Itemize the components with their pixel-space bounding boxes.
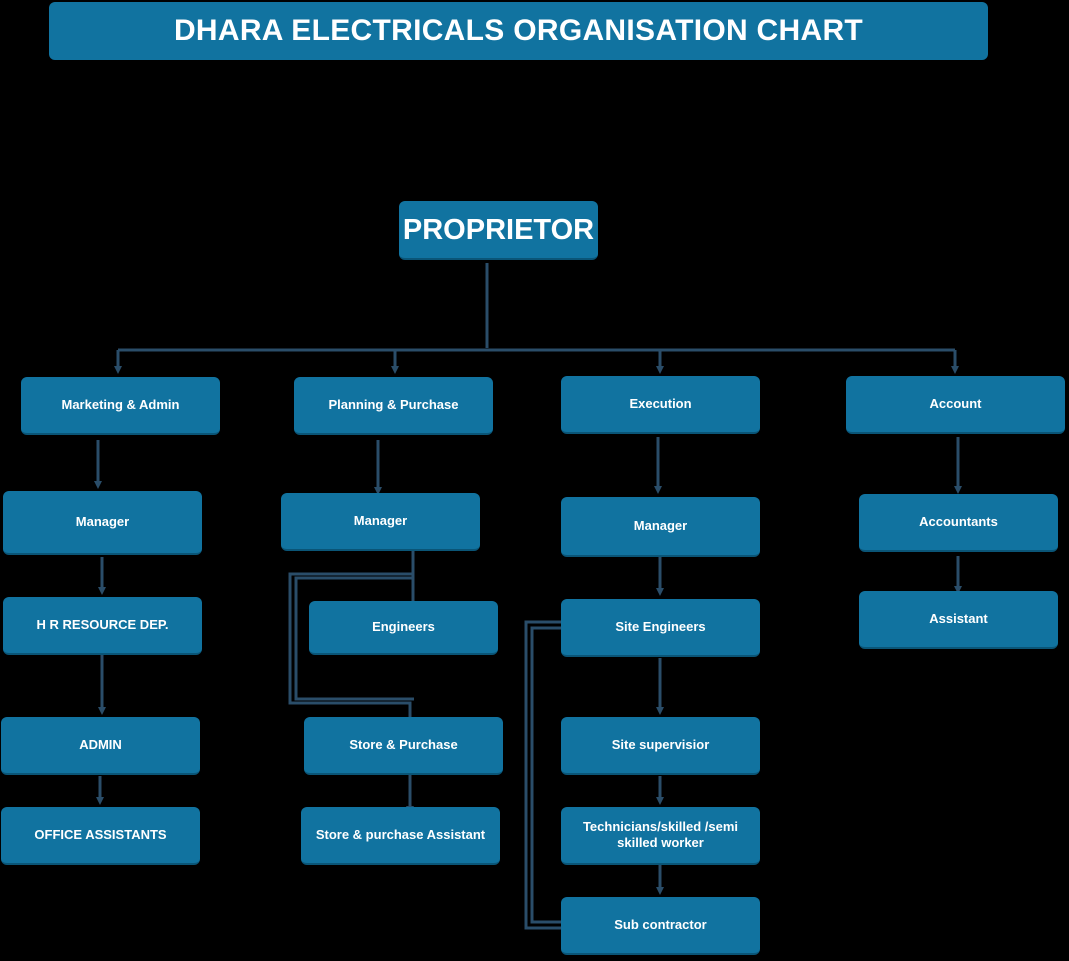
store-purchase-assistant-box: Store & purchase Assistant <box>301 807 500 865</box>
accountants-box: Accountants <box>859 494 1058 552</box>
execution-box: Execution <box>561 376 760 434</box>
planning-manager-box: Manager <box>281 493 480 551</box>
planning-purchase-box: Planning & Purchase <box>294 377 493 435</box>
site-engineers-box: Site Engineers <box>561 599 760 657</box>
sub-contractor-box: Sub contractor <box>561 897 760 955</box>
account-box: Account <box>846 376 1065 434</box>
chart-title: DHARA ELECTRICALS ORGANISATION CHART <box>49 2 988 60</box>
hr-resource-box: H R RESOURCE DEP. <box>3 597 202 655</box>
execution-manager-box: Manager <box>561 497 760 557</box>
site-supervisor-box: Site supervisior <box>561 717 760 775</box>
marketing-manager-box: Manager <box>3 491 202 555</box>
store-purchase-box: Store & Purchase <box>304 717 503 775</box>
marketing-admin-box: Marketing & Admin <box>21 377 220 435</box>
admin-box: ADMIN <box>1 717 200 775</box>
account-assistant-box: Assistant <box>859 591 1058 649</box>
technicians-box: Technicians/skilled /semi skilled worker <box>561 807 760 865</box>
office-assistants-box: OFFICE ASSISTANTS <box>1 807 200 865</box>
proprietor-box: PROPRIETOR <box>399 201 598 260</box>
engineers-box: Engineers <box>309 601 498 655</box>
